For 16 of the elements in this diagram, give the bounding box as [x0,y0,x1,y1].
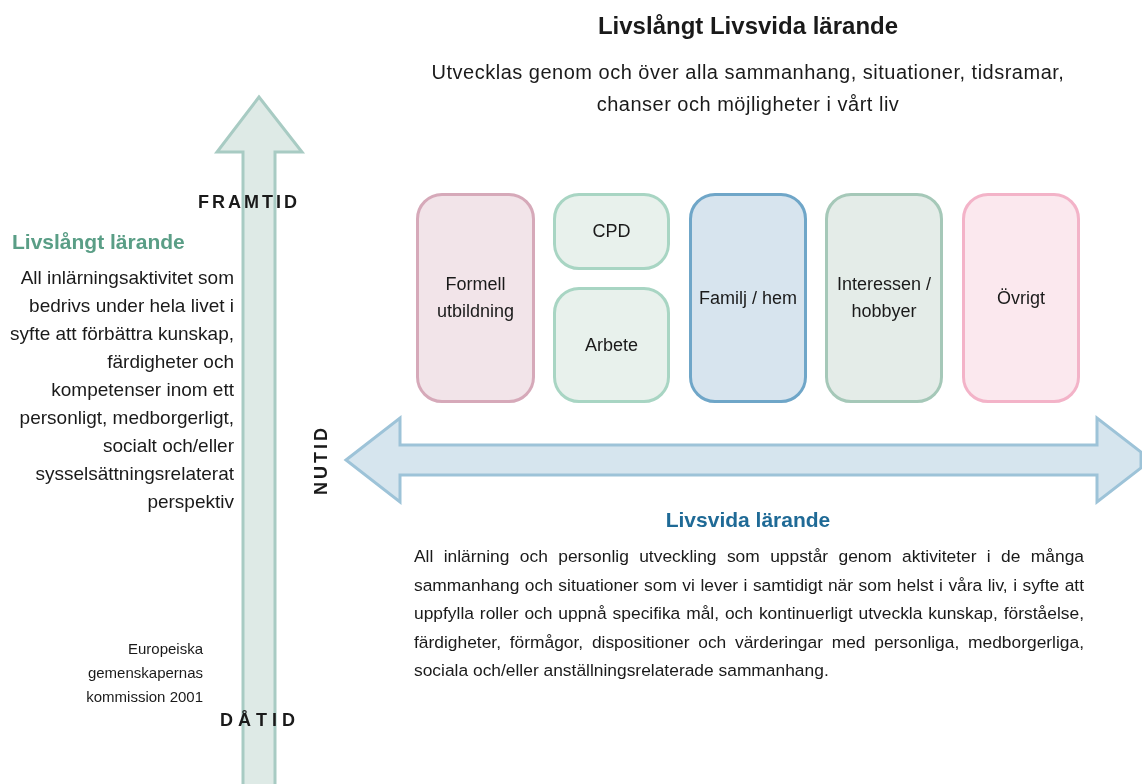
subtitle: Utvecklas genom och över alla sammanhang, situationer, tidsramar, chanser och möjligheter i vårt liv [430,60,1066,117]
category-box: CPD [553,193,670,270]
axis-label: FRAMTID [198,191,301,214]
heading: Livsvida lärande [664,507,832,533]
citation: Europeiska gemenskapernas kommission 2001 [85,639,203,707]
category-box: Formell utbildning [416,193,535,403]
category-box: Interessen / hobbyer [825,193,943,403]
definition-text: All inlärningsaktivitet som bedrivs under hela livet i syfte att förbättra kunskap, färdigheter och kompetenser inom ett personligt, medborgerligt, socialt och/eller sysselsättningsrelaterat perspektiv [9,266,234,514]
axis-label: NUTID [310,425,332,495]
category-box: Övrigt [962,193,1080,403]
heading: Livslångt lärande [12,229,186,255]
category-box: Familj / hem [689,193,807,403]
definition-text: All inlärning och personlig utveckling som uppstår genom aktiviteter i de många sammanhang och situationer som vi lever i samtidigt när som helst i våra liv, i syfte att uppfylla roller och uppnå specifika mål, och kontinuerligt utveckla kunskap, förståelse, färdigheter, förmågor, dispositioner och värderingar med personliga, medborgerliga, sociala och/eller anställningsrelaterade sammanhang. [414,545,1084,682]
category-box: Arbete [553,287,670,403]
title: Livslångt Livsvida lärande [596,12,900,40]
axis-label: DÅTID [219,709,301,732]
